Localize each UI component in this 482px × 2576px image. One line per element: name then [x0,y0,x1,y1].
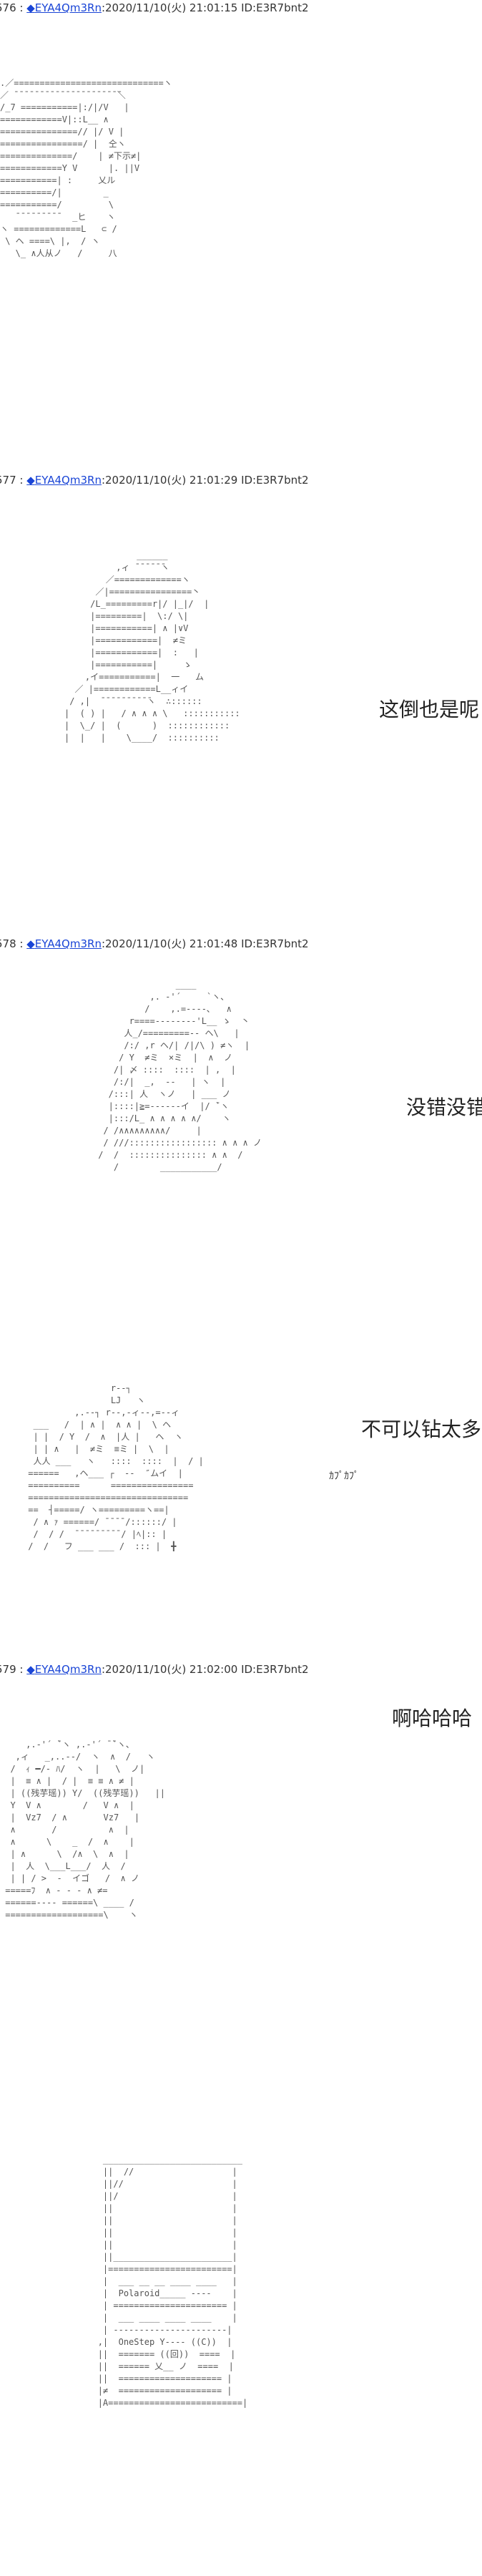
diamond-icon: ◆ [26,474,35,487]
post-576: 576 : ◆EYA4Qm3Rn:2020/11/10(火) 21:01:15 … [0,0,482,429]
poster-name-link[interactable]: ◆EYA4Qm3Rn [26,474,102,487]
ascii-art: ____ ,. ‐'´ `ヽ、 / ,.=-‐‐‐､ ∧ r====------… [98,980,262,1172]
post-578: 578 : ◆EYA4Qm3Rn:2020/11/10(火) 21:01:48 … [0,936,482,1380]
diamond-icon: ◆ [26,937,35,950]
sound-effect-text: ｶﾌﾟｶﾌﾟ [329,1470,359,1482]
post-578-continued: r--┐ LJ ヽ ,.--┐ r--,-ィ--,=--ィ ___ / | ∧ … [0,1380,482,1623]
post-header: 578 : ◆EYA4Qm3Rn:2020/11/10(火) 21:01:48 … [0,936,309,951]
post-meta: :2020/11/10(火) 21:02:00 ID:E3R7bnt2 [101,1663,309,1676]
ascii-art: ______ ,ィ ̄ ̄ ̄ ̄ ̄ ̄ヽ ／=============ヽ ／… [64,550,240,743]
poster-name-link[interactable]: ◆EYA4Qm3Rn [26,1,102,14]
post-header: 576 : ◆EYA4Qm3Rn:2020/11/10(火) 21:01:15 … [0,0,309,15]
post-header: 579 : ◆EYA4Qm3Rn:2020/11/10(火) 21:02:00 … [0,1662,309,1677]
diamond-icon: ◆ [26,1,35,14]
post-meta: :2020/11/10(火) 21:01:48 ID:E3R7bnt2 [101,937,309,950]
ascii-art: ___________________________ || // | ||//… [97,2155,248,2408]
speech-text: 这倒也是呢 [379,698,480,721]
post-number: 577 : [0,474,24,487]
diamond-icon: ◆ [26,1663,35,1676]
poster-name-link[interactable]: ◆EYA4Qm3Rn [26,937,102,950]
polaroid-art-block: ___________________________ || // | ||//… [0,2154,482,2576]
post-meta: :2020/11/10(火) 21:01:15 ID:E3R7bnt2 [101,1,309,14]
post-number: 578 : [0,937,24,950]
post-579: 579 : ◆EYA4Qm3Rn:2020/11/10(火) 21:02:00 … [0,1662,482,2119]
post-header: 577 : ◆EYA4Qm3Rn:2020/11/10(火) 21:01:29 … [0,472,309,487]
speech-text: 啊哈哈哈 [392,1707,473,1730]
post-number: 579 : [0,1663,24,1676]
speech-text: 没错没错 [406,1096,482,1119]
post-577: 577 : ◆EYA4Qm3Rn:2020/11/10(火) 21:01:29 … [0,472,482,916]
post-number: 576 : [0,1,24,14]
poster-name-link[interactable]: ◆EYA4Qm3Rn [26,1663,102,1676]
poster-trip: EYA4Qm3Rn [34,474,102,487]
ascii-art: ,.-'´ ̄`ヽ ,.-'´ ̄ ̄`ヽ、 ,ィ _,..-‐/ ヽ ∧ / … [5,1740,165,1920]
speech-text: 不可以钻太多 [361,1418,482,1441]
post-meta: :2020/11/10(火) 21:01:29 ID:E3R7bnt2 [101,474,309,487]
poster-trip: EYA4Qm3Rn [34,1663,102,1676]
ascii-art: r--┐ LJ ヽ ,.--┐ r--,-ィ--,=--ィ ___ / | ∧ … [28,1383,204,1551]
poster-trip: EYA4Qm3Rn [34,937,102,950]
ascii-art: .／=============================ヽ ／ ̄ ̄ ̄… [0,78,172,258]
poster-trip: EYA4Qm3Rn [34,1,102,14]
